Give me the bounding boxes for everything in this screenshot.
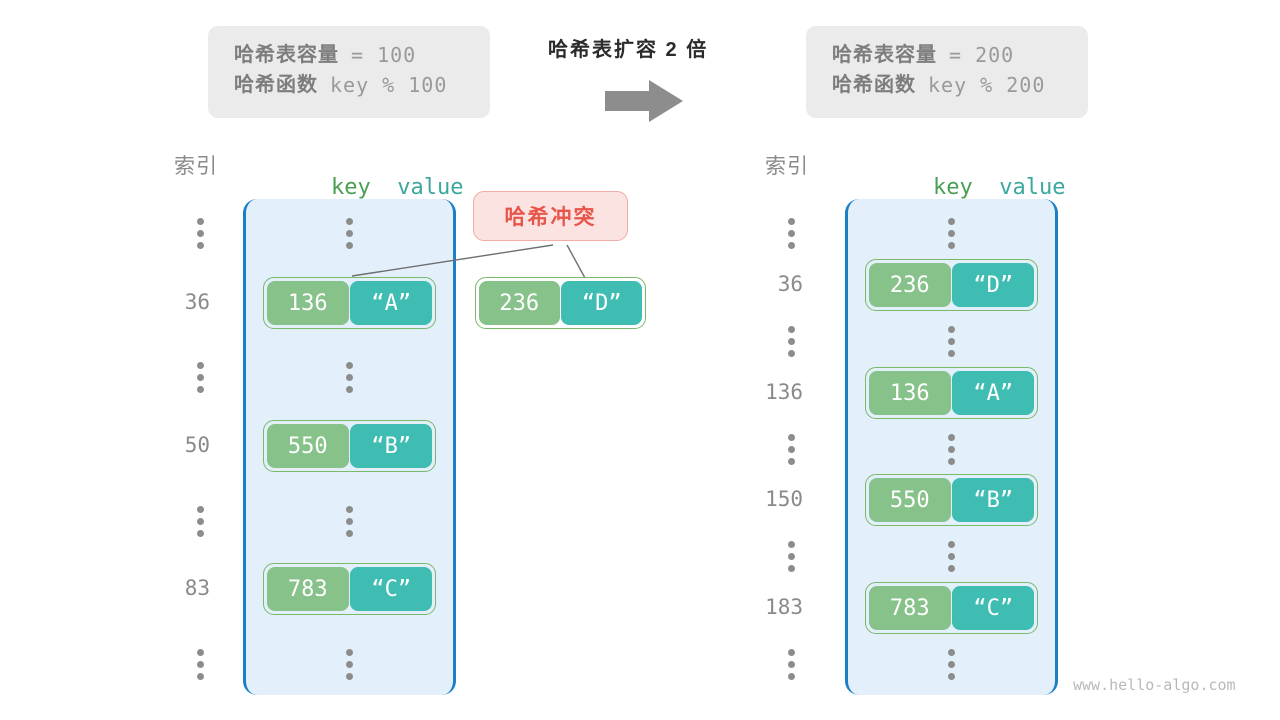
after-function-label: 哈希函数	[832, 74, 916, 96]
after-entry-150: 550 “B”	[865, 474, 1038, 526]
after-index-ellipsis-3	[788, 541, 795, 572]
before-capacity-expr: = 100	[351, 43, 417, 67]
after-kv-header: key value	[880, 150, 1065, 225]
before-bucket-ellipsis-1	[346, 362, 353, 393]
after-entry-136: 136 “A”	[865, 367, 1038, 419]
before-index-label-83: 83	[184, 576, 210, 600]
after-index-label-150: 150	[765, 487, 803, 511]
before-info-box: 哈希表容量 = 100 哈希函数 key % 100	[208, 26, 490, 118]
after-index-ellipsis-1	[788, 326, 795, 357]
after-function-expr: key % 200	[928, 73, 1046, 97]
before-capacity-line: 哈希表容量 = 100	[234, 40, 464, 70]
after-info-box: 哈希表容量 = 200 哈希函数 key % 200	[806, 26, 1088, 118]
after-index-label-136: 136	[765, 380, 803, 404]
before-index-ellipsis-3	[197, 649, 204, 680]
before-bucket-ellipsis-2	[346, 506, 353, 537]
after-entry-36-key: 236	[869, 263, 951, 307]
after-entry-36: 236 “D”	[865, 259, 1038, 311]
before-entry-50-key: 550	[267, 424, 349, 468]
transition-title: 哈希表扩容 2 倍	[548, 39, 709, 61]
before-entry-50-value: “B”	[350, 424, 432, 468]
before-index-ellipsis-2	[197, 506, 204, 537]
before-entry-36-value: “A”	[350, 281, 432, 325]
collision-entry-value: “D”	[561, 281, 642, 325]
before-value-header: value	[397, 175, 464, 200]
after-entry-150-key: 550	[869, 478, 951, 522]
collision-badge: 哈希冲突	[473, 191, 628, 241]
before-entry-36: 136 “A”	[263, 277, 436, 329]
after-entry-183: 783 “C”	[865, 582, 1038, 634]
before-key-header: key	[330, 175, 371, 200]
after-index-label-183: 183	[765, 595, 803, 619]
before-entry-83: 783 “C”	[263, 563, 436, 615]
after-index-ellipsis-4	[788, 649, 795, 680]
after-entry-183-value: “C”	[952, 586, 1034, 630]
after-index-ellipsis-0	[788, 218, 795, 249]
before-index-ellipsis-0	[197, 218, 204, 249]
after-capacity-expr: = 200	[949, 43, 1015, 67]
before-function-expr: key % 100	[330, 73, 448, 97]
collision-entry-key: 236	[479, 281, 560, 325]
before-bucket-ellipsis-3	[346, 649, 353, 680]
after-index-ellipsis-2	[788, 434, 795, 465]
after-capacity-label: 哈希表容量	[832, 44, 937, 66]
after-bucket-ellipsis-2	[948, 434, 955, 465]
before-index-label-50: 50	[184, 433, 210, 457]
after-bucket-ellipsis-4	[948, 649, 955, 680]
before-bucket-ellipsis-0	[346, 218, 353, 249]
before-function-line: 哈希函数 key % 100	[234, 70, 464, 100]
before-index-label-36: 36	[184, 290, 210, 314]
before-index-header: 索引	[174, 155, 218, 178]
after-entry-36-value: “D”	[952, 263, 1034, 307]
watermark: www.hello-algo.com	[1073, 676, 1236, 694]
before-entry-83-key: 783	[267, 567, 349, 611]
after-entry-183-key: 783	[869, 586, 951, 630]
after-entry-136-key: 136	[869, 371, 951, 415]
after-index-label-36: 36	[777, 272, 803, 296]
after-entry-150-value: “B”	[952, 478, 1034, 522]
before-index-ellipsis-1	[197, 362, 204, 393]
after-value-header: value	[999, 175, 1066, 200]
right-arrow-icon	[605, 80, 683, 127]
after-capacity-line: 哈希表容量 = 200	[832, 40, 1062, 70]
before-capacity-label: 哈希表容量	[234, 44, 339, 66]
after-index-header: 索引	[765, 155, 809, 178]
before-entry-50: 550 “B”	[263, 420, 436, 472]
after-bucket-ellipsis-3	[948, 541, 955, 572]
after-bucket-ellipsis-1	[948, 326, 955, 357]
after-function-line: 哈希函数 key % 200	[832, 70, 1062, 100]
before-kv-header: key value	[278, 150, 463, 225]
before-function-label: 哈希函数	[234, 74, 318, 96]
before-entry-36-key: 136	[267, 281, 349, 325]
after-bucket-ellipsis-0	[948, 218, 955, 249]
after-key-header: key	[932, 175, 973, 200]
collision-entry: 236 “D”	[475, 277, 646, 329]
before-entry-83-value: “C”	[350, 567, 432, 611]
after-entry-136-value: “A”	[952, 371, 1034, 415]
